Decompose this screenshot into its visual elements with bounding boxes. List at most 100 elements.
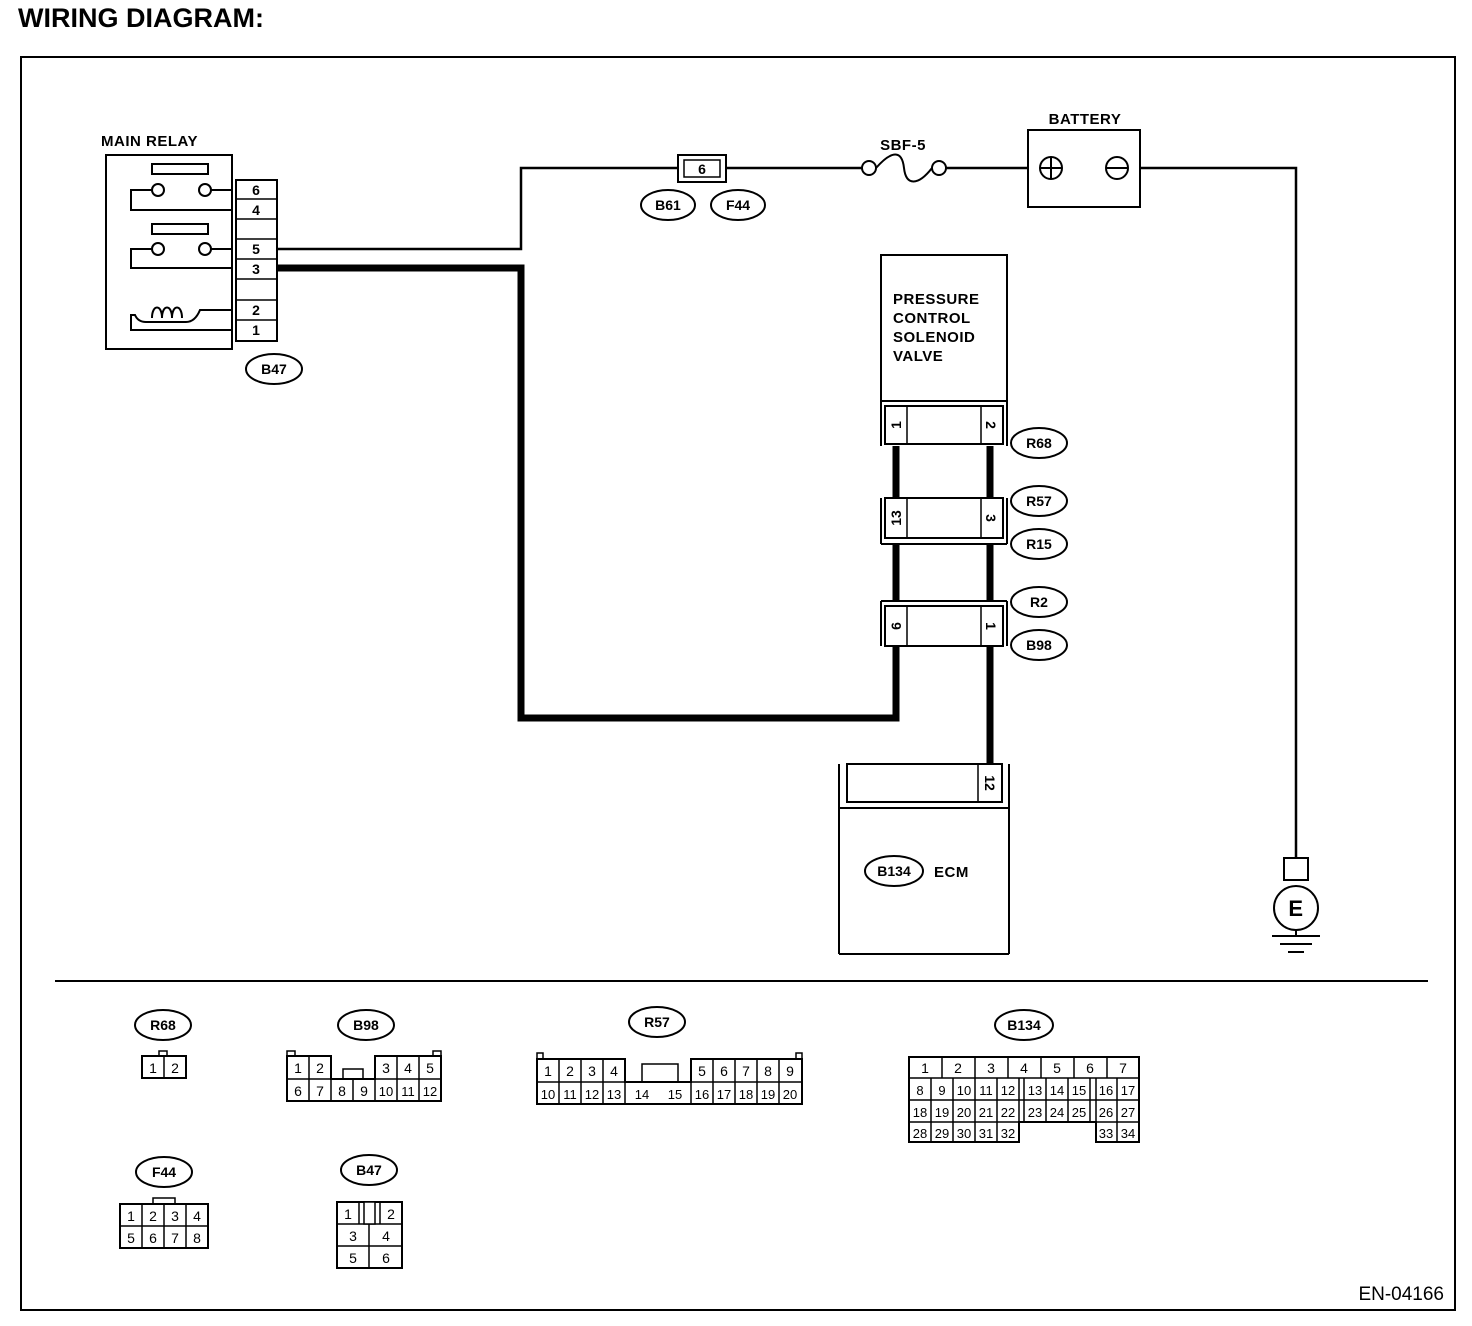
legend-cell: 5 xyxy=(127,1230,135,1246)
legend-b47: B47 1 2 3 4 5 6 xyxy=(336,1154,403,1269)
solenoid-label-line-2: CONTROL xyxy=(893,310,971,327)
relay-contact xyxy=(198,183,212,197)
battery-label: BATTERY xyxy=(1049,111,1122,128)
legend-cell: 14 xyxy=(1050,1083,1064,1098)
lower-connector-body xyxy=(884,605,1004,647)
legend-cell: 13 xyxy=(1028,1083,1042,1098)
connector-label-r2: R2 xyxy=(1030,594,1048,610)
legend-cell: 3 xyxy=(349,1228,357,1244)
relay-coil-lead xyxy=(130,309,232,331)
legend-cell: 34 xyxy=(1121,1126,1135,1141)
ground-terminal xyxy=(1283,857,1309,881)
fuse-terminal: 6 B61 F44 xyxy=(640,154,766,221)
wires xyxy=(278,166,1298,858)
legend-cell: 2 xyxy=(566,1063,574,1079)
legend-cell: 8 xyxy=(764,1063,772,1079)
legend-cell: 20 xyxy=(783,1087,797,1102)
legend-cell: 8 xyxy=(193,1230,201,1246)
legend-cell: 2 xyxy=(954,1060,962,1076)
diagram-frame xyxy=(20,56,1456,1311)
relay-switch-arm-1 xyxy=(151,163,209,175)
legend-b98: B98 1 2 3 4 5 6 7 8 9 10 11 12 xyxy=(286,1009,442,1102)
connector-oval-r68 xyxy=(1010,427,1068,459)
ecm-label: ECM xyxy=(934,864,969,881)
legend-label-b47: B47 xyxy=(356,1162,382,1178)
legend-cell: 10 xyxy=(379,1084,393,1099)
legend-cell: 30 xyxy=(957,1126,971,1141)
legend-cell: 17 xyxy=(1121,1083,1135,1098)
solenoid-pin-1: 1 xyxy=(888,421,904,429)
connector-oval-r57 xyxy=(1010,485,1068,517)
legend-cell: 6 xyxy=(149,1230,157,1246)
legend-cell: 2 xyxy=(171,1060,179,1076)
solenoid-body xyxy=(880,254,1008,402)
connector-oval-b98 xyxy=(1010,629,1068,661)
legend-cell: 4 xyxy=(1020,1060,1028,1076)
relay-pin-1: 1 xyxy=(252,322,260,338)
legend-cell: 18 xyxy=(739,1087,753,1102)
connector-oval-f44 xyxy=(710,189,766,221)
connector-label-r68: R68 xyxy=(1026,435,1052,451)
sbf-fuse: SBF-5 xyxy=(861,137,947,183)
connector-oval-b61 xyxy=(640,189,696,221)
lower-pin-6: 6 xyxy=(888,622,904,630)
connector-label-b47: B47 xyxy=(261,361,287,377)
solenoid-label-line-3: SOLENOID xyxy=(893,329,975,346)
legend-cell: 24 xyxy=(1050,1105,1064,1120)
ground-label: E xyxy=(1288,896,1303,921)
legend-cell: 10 xyxy=(957,1083,971,1098)
legend-cell: 7 xyxy=(171,1230,179,1246)
legend-cell: 15 xyxy=(1072,1083,1086,1098)
legend-cell: 6 xyxy=(1086,1060,1094,1076)
legend-cell: 1 xyxy=(294,1060,302,1076)
legend-cell: 12 xyxy=(585,1087,599,1102)
legend-cell: 28 xyxy=(913,1126,927,1141)
fuse-terminal-pin-6: 6 xyxy=(698,161,706,177)
legend-cell: 3 xyxy=(171,1208,179,1224)
page-title: WIRING DIAGRAM: xyxy=(18,3,264,33)
legend-cell: 4 xyxy=(193,1208,201,1224)
legend-cell: 18 xyxy=(913,1105,927,1120)
relay-switch-arm-2 xyxy=(151,223,209,235)
legend-cell: 12 xyxy=(423,1084,437,1099)
legend-cell: 13 xyxy=(607,1087,621,1102)
legend-cell: 16 xyxy=(1099,1083,1113,1098)
main-relay-body xyxy=(105,154,233,350)
legend-label-r57: R57 xyxy=(644,1014,670,1030)
ground: E xyxy=(1272,857,1320,953)
relay-lead xyxy=(130,189,232,211)
mid-connector-body xyxy=(884,497,1004,539)
legend-cell: 17 xyxy=(717,1087,731,1102)
legend-cell: 6 xyxy=(294,1083,302,1099)
mid-connector: 13 3 R57 R15 xyxy=(880,485,1068,560)
legend-cell: 29 xyxy=(935,1126,949,1141)
wire-relay3-solenoid xyxy=(278,264,900,722)
wire-battery-ground xyxy=(1140,166,1298,858)
legend-oval-b47 xyxy=(340,1154,398,1186)
legend-cell: 14 xyxy=(635,1087,649,1102)
sbf-fuse-label: SBF-5 xyxy=(880,137,926,154)
main-relay-label: MAIN RELAY xyxy=(101,133,198,150)
connector-label-b134: B134 xyxy=(877,863,911,879)
legend-cell: 3 xyxy=(382,1060,390,1076)
legend-cell: 31 xyxy=(979,1126,993,1141)
relay-pin-5: 5 xyxy=(252,241,260,257)
lower-pin-1: 1 xyxy=(983,622,999,630)
legend-cell: 11 xyxy=(563,1087,577,1102)
legend-cell: 23 xyxy=(1028,1105,1042,1120)
legend-label-b98: B98 xyxy=(353,1017,379,1033)
legend-cell: 3 xyxy=(987,1060,995,1076)
figure-code: EN-04166 xyxy=(1358,1284,1444,1305)
wire-relay5-fuse xyxy=(278,166,678,251)
legend-cell: 2 xyxy=(316,1060,324,1076)
legend-cell: 9 xyxy=(786,1063,794,1079)
fuse-terminal-dot xyxy=(931,160,947,176)
relay-contact xyxy=(198,242,212,256)
legend-label-f44: F44 xyxy=(152,1164,176,1180)
legend-cell: 16 xyxy=(695,1087,709,1102)
legend-cell: 25 xyxy=(1072,1105,1086,1120)
legend-cell: 19 xyxy=(761,1087,775,1102)
connector-label-r15: R15 xyxy=(1026,536,1052,552)
relay-pin-3: 3 xyxy=(252,261,260,277)
solenoid-label-line-1: PRESSURE xyxy=(893,291,980,308)
